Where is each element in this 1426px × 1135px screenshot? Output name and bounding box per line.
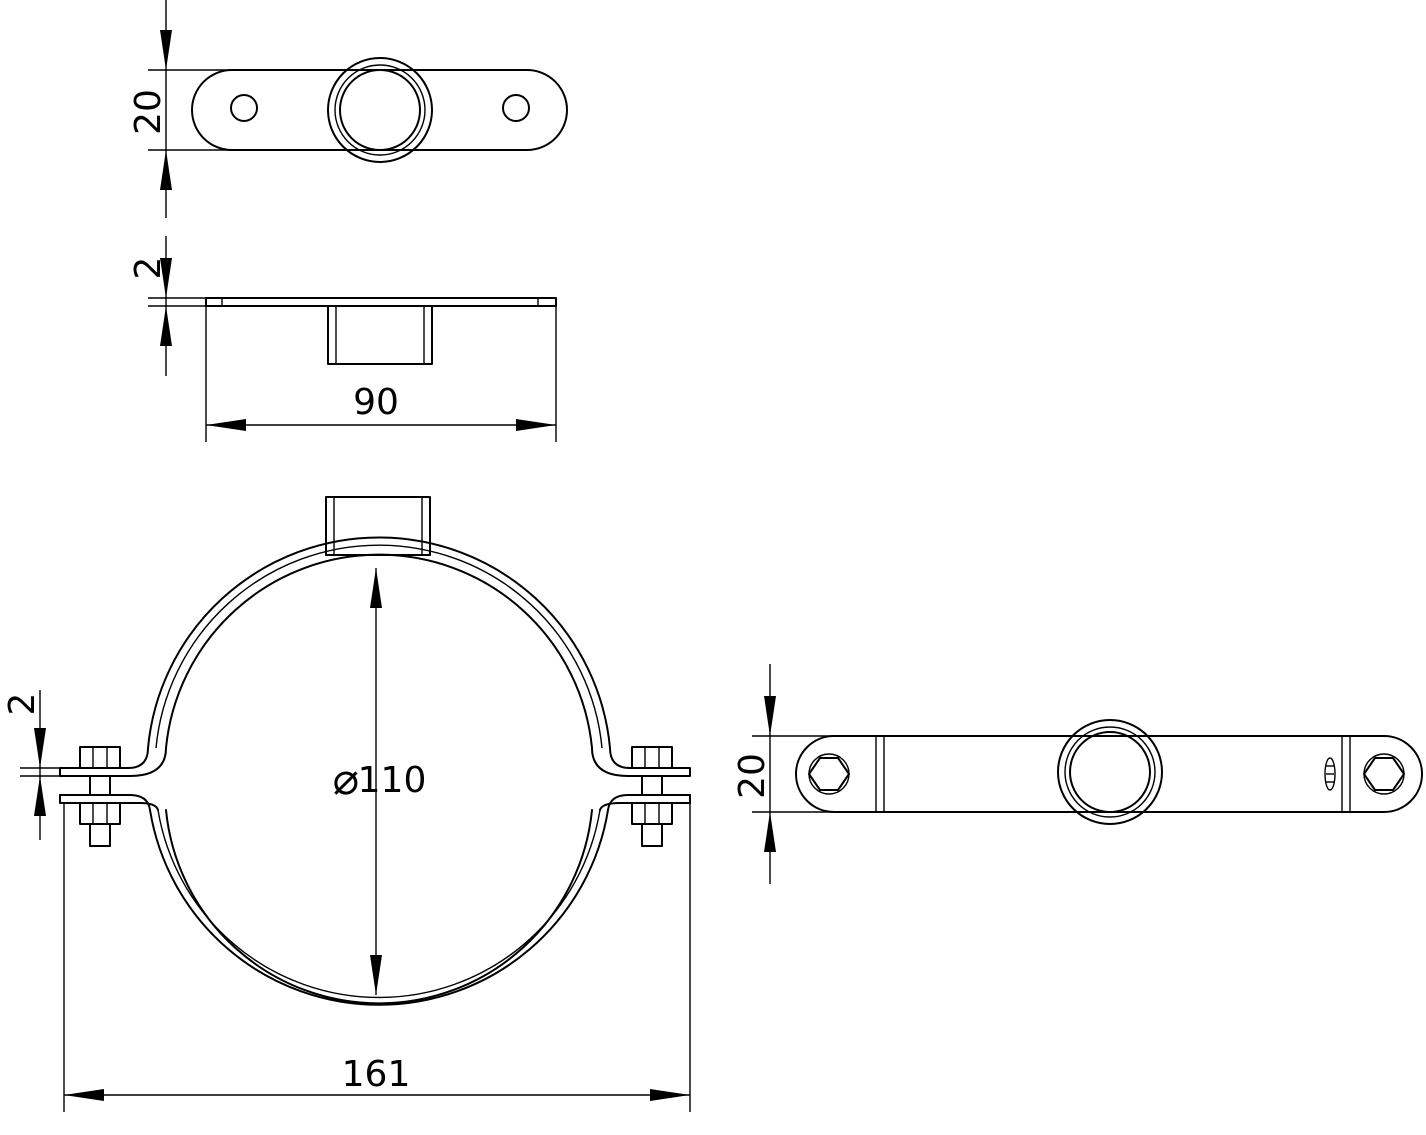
left-bolt	[79, 746, 121, 847]
dim-clamp-width-label: 161	[342, 1054, 411, 1095]
plate-top-view	[191, 57, 568, 163]
dimension-side-length: 90	[205, 306, 557, 442]
clamp-top-view	[795, 719, 1423, 825]
dimension-side-thickness: 2	[128, 236, 206, 376]
dimension-clamp-thickness: 2	[2, 690, 80, 840]
dim-side-length-label: 90	[353, 382, 399, 423]
dimension-clamp-diameter: ⌀ 110	[333, 568, 427, 995]
dim-top-width-label: 20	[128, 89, 169, 135]
plate-side-view	[205, 297, 557, 365]
dimension-top-width: 20	[128, 0, 232, 218]
dimension-right-width: 20	[732, 664, 834, 884]
right-bolt	[631, 746, 673, 847]
dim-side-thickness-label: 2	[128, 257, 169, 280]
dim-diameter-symbol: ⌀	[333, 754, 360, 805]
dim-right-width-label: 20	[732, 753, 773, 799]
dim-clamp-thickness-label: 2	[2, 693, 43, 716]
dim-diameter-label: 110	[358, 760, 427, 801]
clamp-front-view	[59, 496, 691, 1006]
dimension-clamp-width: 161	[63, 803, 691, 1112]
